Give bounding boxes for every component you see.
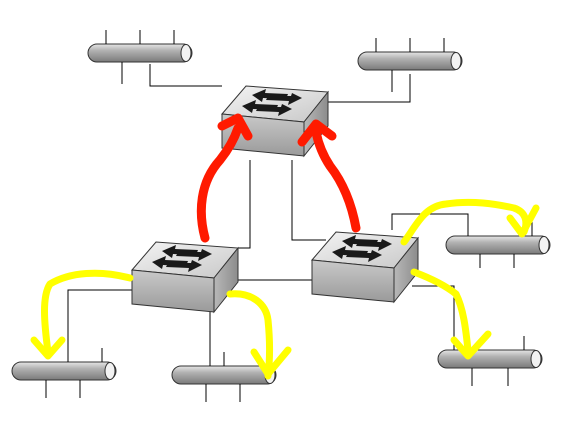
yellow-arrow-right-lower xyxy=(410,268,472,354)
red-arrow-right xyxy=(311,127,361,233)
link-left-switch-to-bottom-left-segment xyxy=(67,289,134,362)
upstream-arrows xyxy=(196,113,361,243)
link-right-switch-to-upper-segment xyxy=(391,213,469,236)
segment-top-left xyxy=(87,30,193,84)
link-top-left-segment xyxy=(149,64,222,87)
downstream-arrows xyxy=(30,198,540,380)
segment-bottom-middle xyxy=(171,352,277,402)
switch-left xyxy=(131,241,239,313)
yellow-arrow-right-upper xyxy=(400,198,530,246)
link-right-switch-to-lower-segment xyxy=(412,285,455,352)
link-right-switch-to-top-switch xyxy=(291,160,326,241)
link-top-right-segment xyxy=(324,74,411,103)
yellow-arrow-bottom-left xyxy=(41,269,134,356)
segment-bottom-left xyxy=(11,348,117,398)
segment-top-right xyxy=(357,38,463,92)
segment-right-upper xyxy=(445,222,551,268)
ethernet-switch-icon xyxy=(131,241,239,313)
yellow-arrow-bottom-middle xyxy=(226,290,273,380)
red-arrow-left xyxy=(196,123,243,243)
